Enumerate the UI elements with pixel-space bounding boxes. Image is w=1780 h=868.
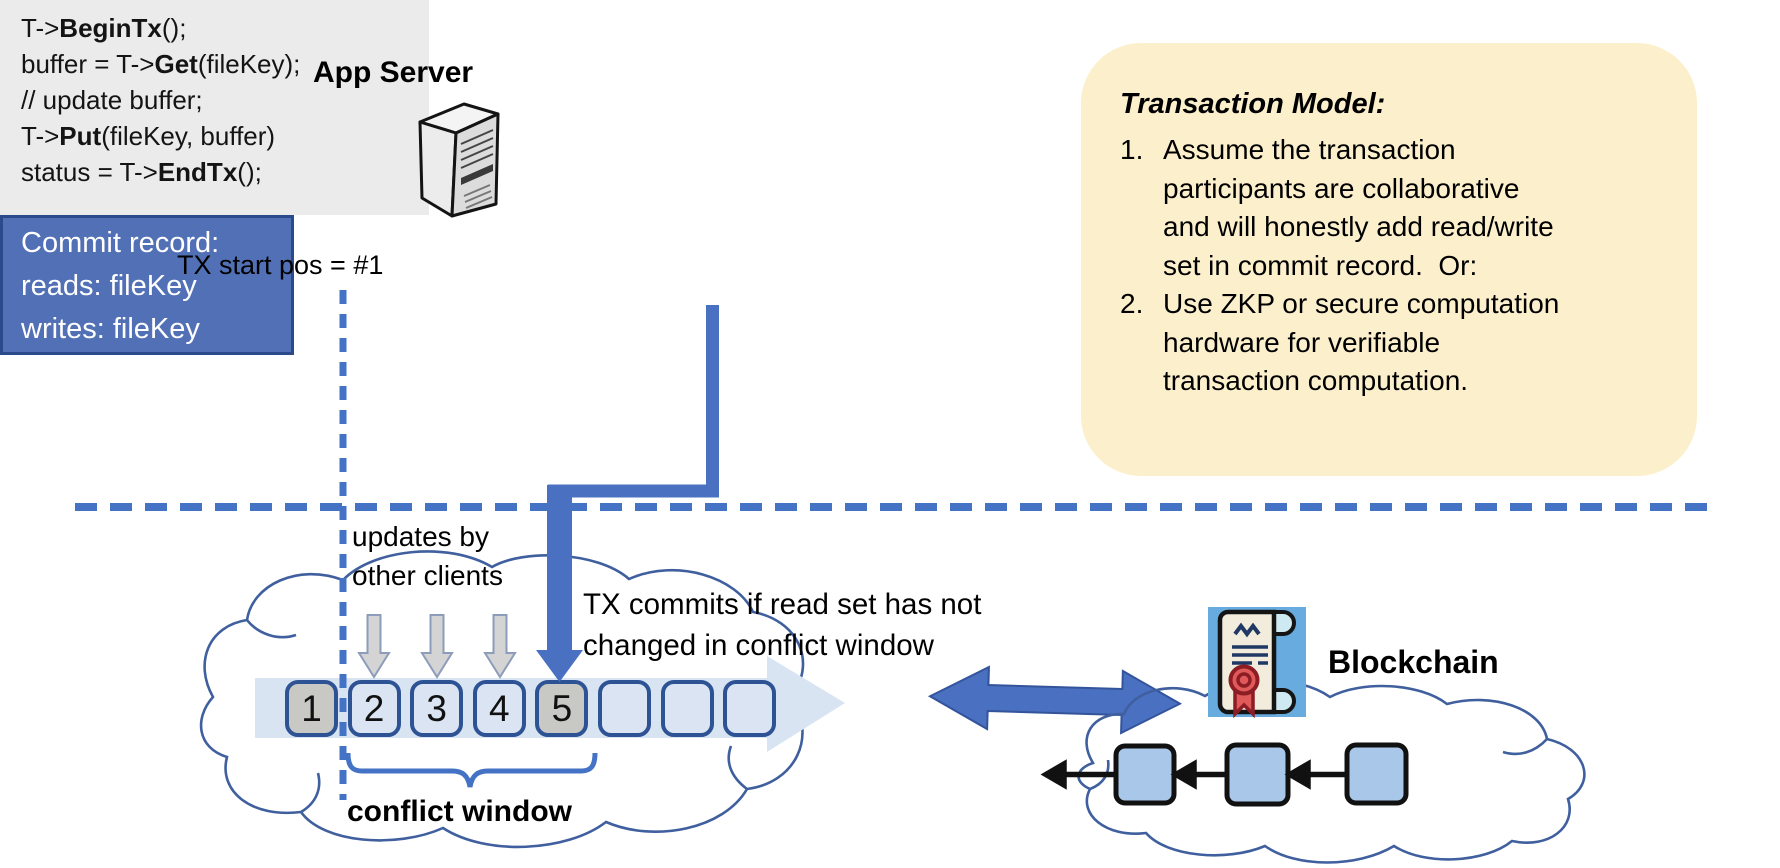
down-arrow-icon <box>357 614 391 679</box>
commit-elbow-arrow <box>536 305 719 682</box>
code-line: status = T->EndTx(); <box>21 157 262 187</box>
timeline-box-7 <box>660 680 714 737</box>
tx-start-label: TX start pos = #1 <box>177 250 384 280</box>
conflict-window-brace <box>345 752 598 788</box>
text-line: writes: fileKey <box>21 313 200 345</box>
down-arrow-icon <box>483 614 517 679</box>
conflict-window-label: conflict window <box>347 795 572 828</box>
sync-double-arrow <box>927 665 1183 735</box>
code-line: // update buffer; <box>21 85 203 115</box>
blockchain-label: Blockchain <box>1328 644 1499 680</box>
list-number: 1. <box>1120 134 1144 165</box>
list-number: 2. <box>1120 288 1144 319</box>
timeline-box-2: 2 <box>347 680 401 737</box>
text-line: other clients <box>352 560 503 591</box>
code-snippet: T->BeginTx(); buffer = T->Get(fileKey); //… <box>0 0 429 215</box>
text-line: updates by <box>352 521 489 552</box>
code-line: buffer = T->Get(fileKey); <box>21 49 301 79</box>
transaction-model-title: Transaction Model: <box>1120 88 1386 120</box>
block-chain <box>1040 742 1409 807</box>
timeline-box-8 <box>723 680 777 737</box>
text-line: Commit record: <box>21 227 220 259</box>
timeline-box-6 <box>598 680 651 737</box>
timeline-box-4: 4 <box>472 680 526 737</box>
text-line: changed in conflict window <box>583 629 934 662</box>
update-arrows <box>357 614 517 679</box>
code-line: T->Put(fileKey, buffer) <box>21 121 276 151</box>
commit-record-box: Commit record: reads: fileKey writes: file… <box>0 215 294 355</box>
app-server-title: App Server <box>313 56 474 89</box>
tx-commit-condition-note: TX commits if read set has not changed in… <box>583 584 981 666</box>
code-line: T->BeginTx(); <box>21 13 187 43</box>
timeline-box-3: 3 <box>410 680 464 737</box>
timeline-box-5: 5 <box>535 680 589 737</box>
transaction-model-panel: Transaction Model: 1. Assume the transact… <box>1081 43 1697 476</box>
server-icon <box>418 102 500 218</box>
timeline-box-1: 1 <box>285 680 338 737</box>
down-arrow-icon <box>420 614 454 679</box>
text-line: TX commits if read set has not <box>583 588 982 621</box>
updates-by-other-clients-label: updates by other clients <box>352 517 503 595</box>
text-line: reads: fileKey <box>21 270 197 302</box>
certificate-scroll-icon <box>1208 607 1306 719</box>
blockchain-cloud <box>1077 679 1586 864</box>
